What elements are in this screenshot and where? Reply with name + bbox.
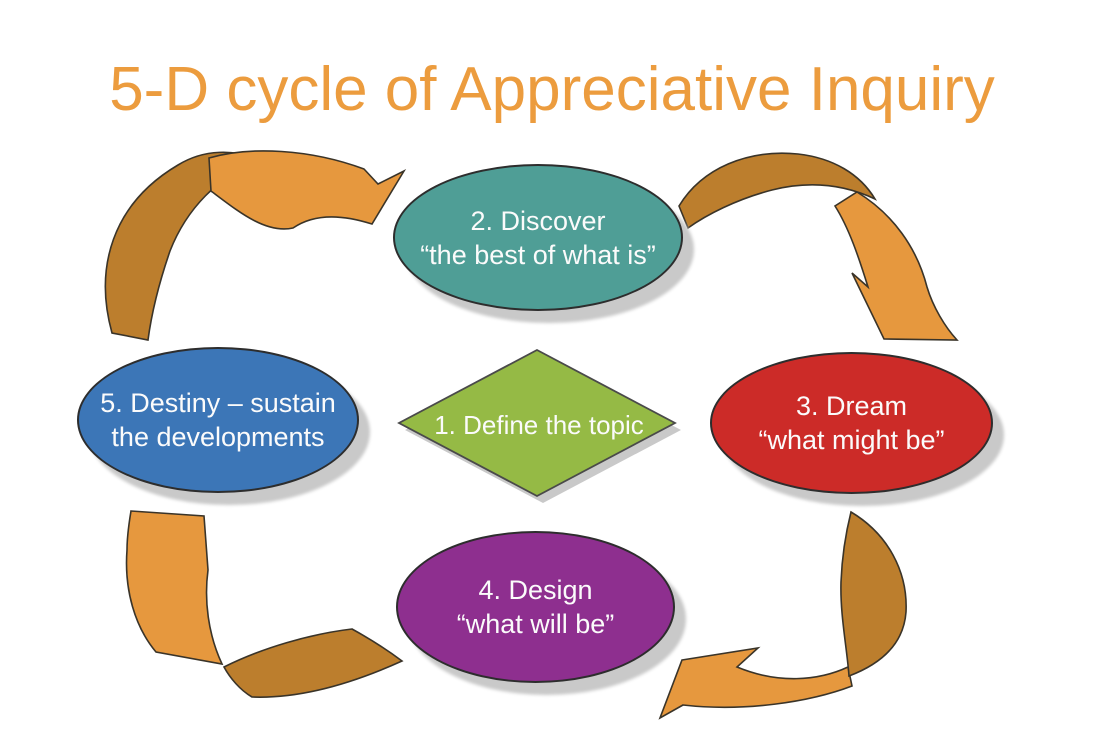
node-destiny: 5. Destiny – sustain the developments [77,347,359,493]
arrow-dark-ribbon [222,628,404,698]
node-design-line1: 4. Design [478,575,593,605]
cycle-arrow-discover-to-dream [678,152,959,341]
cycle-arrow-destiny-to-discover [104,150,407,341]
diagram-title: 5-D cycle of Appreciative Inquiry [109,55,995,124]
arrow-light-head [208,150,407,230]
cycle-arrow-design-to-destiny [125,510,404,698]
node-design-line2: “what will be” [456,609,615,639]
node-dream: 3. Dream “what might be” [710,352,993,494]
node-dream-line2: “what might be” [758,425,945,455]
node-define-shape [397,348,681,503]
arrow-light-head [658,646,853,720]
node-destiny-line1: 5. Destiny – sustain [100,388,336,418]
node-define-label: 1. Define the topic [434,409,644,440]
node-dream-line1: 3. Dream [795,391,908,421]
define-diamond [397,348,677,498]
node-discover-line2: “the best of what is” [420,239,656,270]
arrow-dark-ribbon [678,152,878,230]
arrow-dark-ribbon [840,510,907,678]
node-destiny-line2: the developments [111,422,325,452]
node-discover: 2. Discover “the best of what is” [393,164,683,311]
cycle-arrow-dream-to-design [658,510,907,720]
node-define: 1. Define the topic [388,341,690,509]
node-discover-line1: 2. Discover [470,205,606,236]
node-design: 4. Design “what will be” [396,531,675,683]
arrow-light-head [833,191,959,341]
arrow-light-head [125,510,224,666]
